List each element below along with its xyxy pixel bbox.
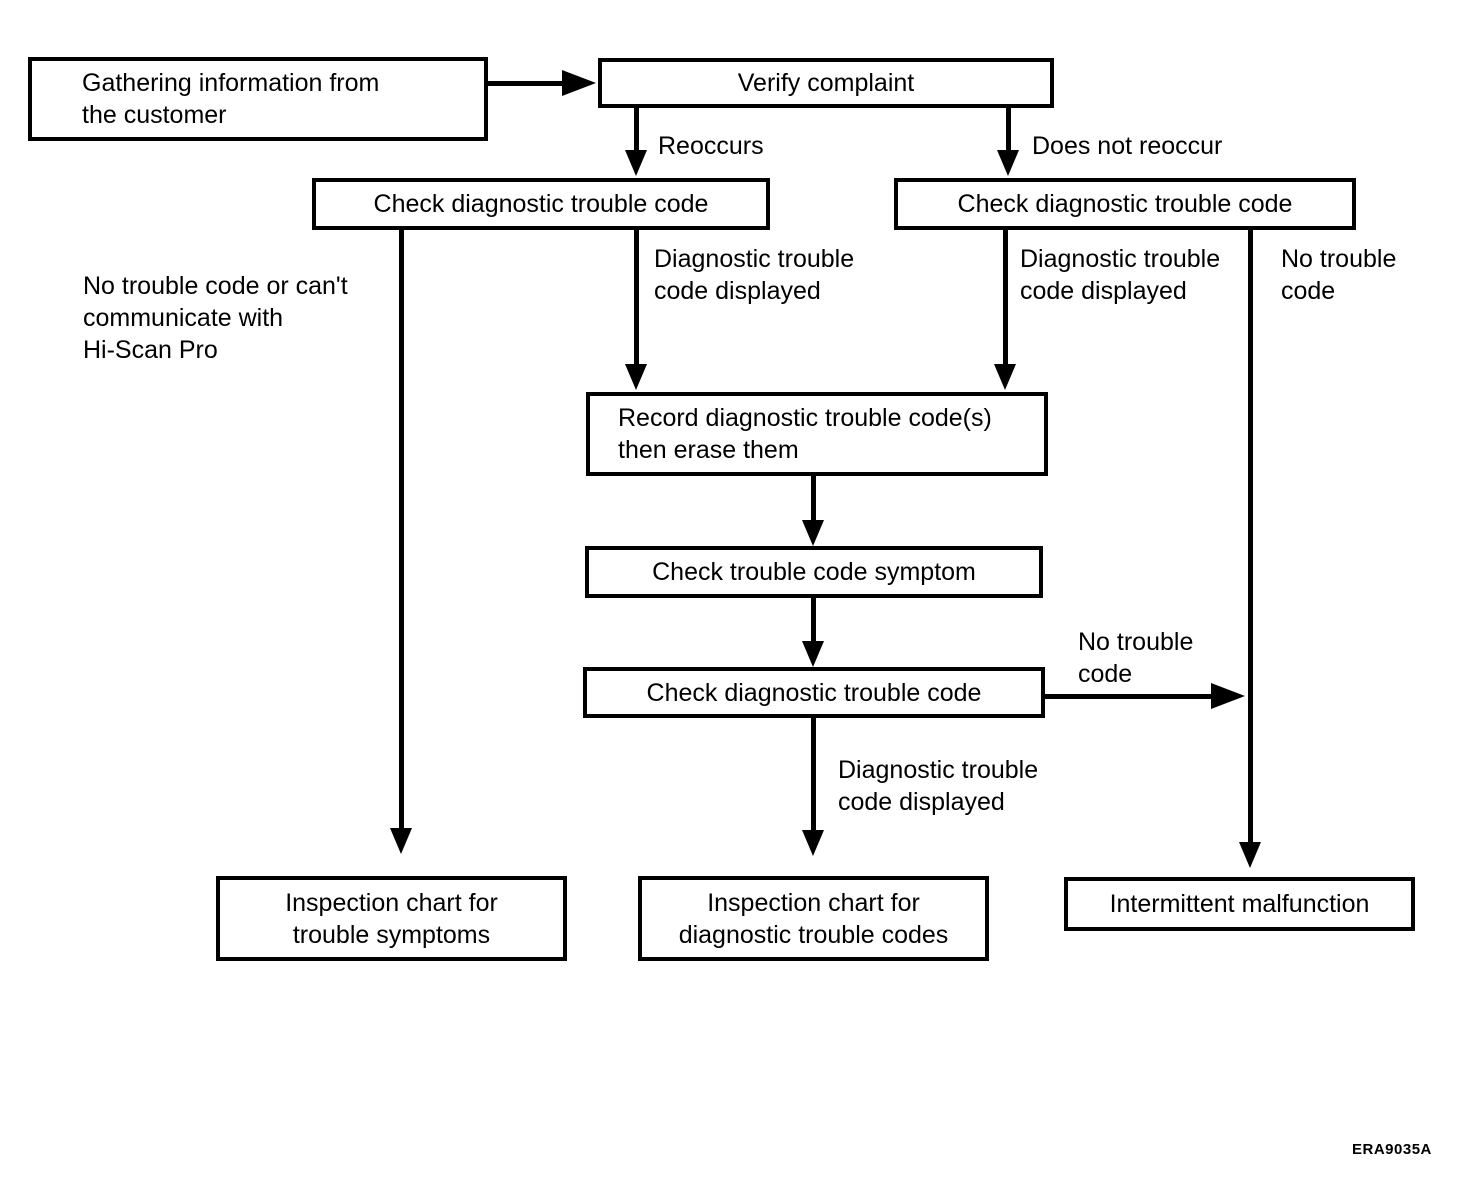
arrowhead-right-gathering-to-verify [562, 70, 596, 96]
edge-label-reoccurs: Reoccurs [658, 132, 764, 160]
connector-check-mid-to-right-line [1045, 694, 1211, 699]
node-gathering-information: Gathering information from the customer [28, 57, 488, 141]
node-intermittent-malfunction: Intermittent malfunction [1064, 877, 1415, 931]
edge-label-dtc-displayed-left: Diagnostic trouble code displayed [654, 245, 855, 305]
edge-label-no-trouble-code-right: No trouble code [1281, 245, 1397, 305]
connector-check-mid-to-inspection-codes-line [811, 718, 816, 830]
connector-check-right-to-intermittent-line [1248, 230, 1253, 842]
node-check-trouble-code-symptom: Check trouble code symptom [585, 546, 1043, 598]
connector-verify-to-check-right-line [1006, 108, 1011, 150]
node-inspection-chart-trouble-symptoms: Inspection chart for trouble symptoms [216, 876, 567, 961]
connector-verify-to-check-left-line [634, 108, 639, 150]
arrowhead-right-check-mid-no-trouble-code [1211, 683, 1245, 709]
arrowhead-down-symptom-to-check-mid [802, 641, 824, 667]
node-verify-complaint: Verify complaint [598, 58, 1054, 108]
node-check-dtc-middle: Check diagnostic trouble code [583, 667, 1045, 718]
connector-check-left-to-record-line [634, 230, 639, 364]
connector-record-to-symptom-line [811, 476, 816, 520]
arrowhead-down-verify-to-check-right [997, 150, 1019, 176]
edge-label-does-not-reoccur: Does not reoccur [1032, 132, 1223, 160]
figure-reference-code: ERA9035A [1352, 1141, 1432, 1158]
edge-label-no-trouble-code-mid: No trouble code [1078, 628, 1194, 688]
connector-gathering-to-verify-line [488, 81, 562, 86]
connector-symptom-to-check-mid-line [811, 598, 816, 641]
edge-label-dtc-displayed-right: Diagnostic trouble code displayed [1020, 245, 1221, 305]
arrowhead-down-check-left-to-record [625, 364, 647, 390]
edge-label-no-trouble-code-or-cant-communicate: No trouble code or can't communicate wit… [83, 272, 348, 364]
node-check-dtc-left: Check diagnostic trouble code [312, 178, 770, 230]
arrowhead-down-to-intermittent [1239, 842, 1261, 868]
node-inspection-chart-dtc: Inspection chart for diagnostic trouble … [638, 876, 989, 961]
connector-check-right-to-record-line [1003, 230, 1008, 364]
connector-check-left-to-inspection-symptoms-line [399, 230, 404, 828]
node-record-and-erase-dtc: Record diagnostic trouble code(s) then e… [586, 392, 1048, 476]
arrowhead-down-to-inspection-codes [802, 830, 824, 856]
arrowhead-down-to-inspection-symptoms [390, 828, 412, 854]
edge-label-dtc-displayed-mid: Diagnostic trouble code displayed [838, 756, 1039, 816]
arrowhead-down-verify-to-check-left [625, 150, 647, 176]
arrowhead-down-check-right-to-record [994, 364, 1016, 390]
node-check-dtc-right: Check diagnostic trouble code [894, 178, 1356, 230]
arrowhead-down-record-to-symptom [802, 520, 824, 546]
